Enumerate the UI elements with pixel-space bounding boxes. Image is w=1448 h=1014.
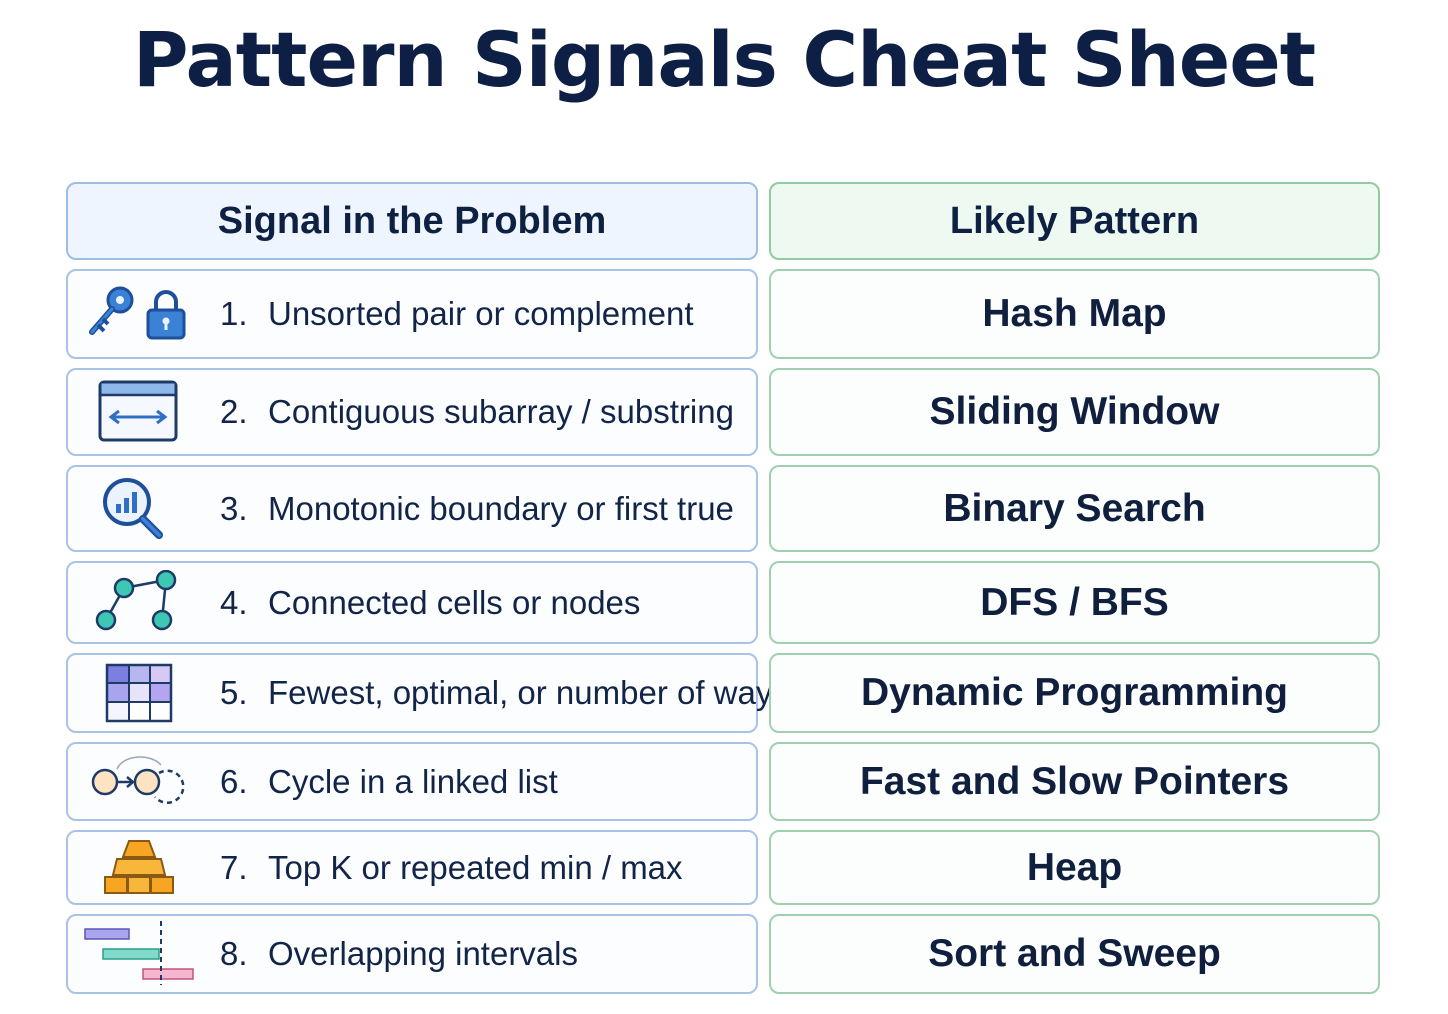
table-row: 1. Unsorted pair or complement Hash Map: [66, 269, 1380, 359]
pattern-cell: Heap: [769, 830, 1380, 905]
table-row: 6. Cycle in a linked list Fast and Slow …: [66, 742, 1380, 821]
table-row: 7. Top K or repeated min / max Heap: [66, 830, 1380, 905]
table-row: 4. Connected cells or nodes DFS / BFS: [66, 561, 1380, 644]
row-number: 8.: [220, 935, 248, 972]
pattern-cell: Dynamic Programming: [769, 653, 1380, 733]
row-number: 6.: [220, 762, 248, 800]
row-number: 1.: [220, 295, 248, 332]
signal-column-header: Signal in the Problem: [66, 182, 758, 260]
signal-text: Contiguous subarray / substring: [268, 393, 734, 430]
pattern-text: Dynamic Programming: [861, 671, 1288, 714]
signal-cell: 3. Monotonic boundary or first true: [66, 465, 758, 552]
intervals-icon: [76, 918, 202, 990]
table-row: 8. Overlapping intervals Sort and Sweep: [66, 914, 1380, 994]
pattern-cell: Hash Map: [769, 269, 1380, 359]
page-title: Pattern Signals Cheat Sheet: [132, 15, 1316, 104]
signal-text: Unsorted pair or complement: [268, 295, 694, 332]
signal-text: Fewest, optimal, or number of ways: [268, 674, 789, 711]
row-number: 5.: [220, 674, 248, 711]
pattern-cell: Sort and Sweep: [769, 914, 1380, 994]
pattern-text: Fast and Slow Pointers: [859, 759, 1290, 803]
pattern-text: Sort and Sweep: [928, 932, 1221, 975]
window-arrows-icon: [76, 376, 202, 448]
pattern-cell: Fast and Slow Pointers: [769, 742, 1380, 821]
signal-text: Connected cells or nodes: [268, 583, 641, 621]
cheat-sheet-table: Signal in the Problem Likely Pattern: [66, 182, 1380, 994]
pattern-column-header-label: Likely Pattern: [949, 199, 1200, 242]
pattern-cell: Sliding Window: [769, 368, 1380, 456]
row-number: 7.: [220, 848, 248, 886]
pattern-cell: Binary Search: [769, 465, 1380, 552]
row-number: 2.: [220, 393, 248, 430]
signal-cell: 4. Connected cells or nodes: [66, 561, 758, 644]
pattern-cell: DFS / BFS: [769, 561, 1380, 644]
signal-text: Overlapping intervals: [268, 935, 578, 972]
pattern-column-header: Likely Pattern: [769, 182, 1380, 260]
pattern-text: Sliding Window: [929, 390, 1220, 433]
magnifier-chart-icon: [76, 473, 202, 545]
signal-column-header-label: Signal in the Problem: [217, 199, 607, 242]
signal-cell: 8. Overlapping intervals: [66, 914, 758, 994]
grid-table-icon: [76, 657, 202, 729]
row-number: 3.: [220, 489, 248, 527]
signal-text: Cycle in a linked list: [268, 762, 558, 800]
signal-cell: 5. Fewest, optimal, or number of ways: [66, 653, 789, 733]
signal-cell: 6. Cycle in a linked list: [66, 742, 758, 821]
graph-nodes-icon: [76, 567, 202, 639]
table-row: 2. Contiguous subarray / substring Slidi…: [66, 368, 1380, 456]
signal-text: Top K or repeated min / max: [268, 848, 683, 886]
row-number: 4.: [220, 583, 248, 621]
signal-cell: 7. Top K or repeated min / max: [66, 830, 758, 905]
table-row: 3. Monotonic boundary or first true Bina…: [66, 465, 1380, 552]
pyramid-stack-icon: [76, 832, 202, 904]
pattern-text: Hash Map: [982, 292, 1167, 335]
signal-cell: 2. Contiguous subarray / substring: [66, 368, 758, 456]
pattern-text: Binary Search: [943, 486, 1206, 530]
signal-text: Monotonic boundary or first true: [268, 489, 734, 527]
table-header-row: Signal in the Problem Likely Pattern: [66, 182, 1380, 260]
cycle-list-icon: [76, 746, 202, 818]
pattern-text: DFS / BFS: [980, 580, 1169, 624]
signal-cell: 1. Unsorted pair or complement: [66, 269, 758, 359]
table-row: 5. Fewest, optimal, or number of ways Dy…: [66, 653, 1380, 733]
key-lock-icon: [76, 278, 202, 350]
pattern-text: Heap: [1026, 845, 1123, 889]
